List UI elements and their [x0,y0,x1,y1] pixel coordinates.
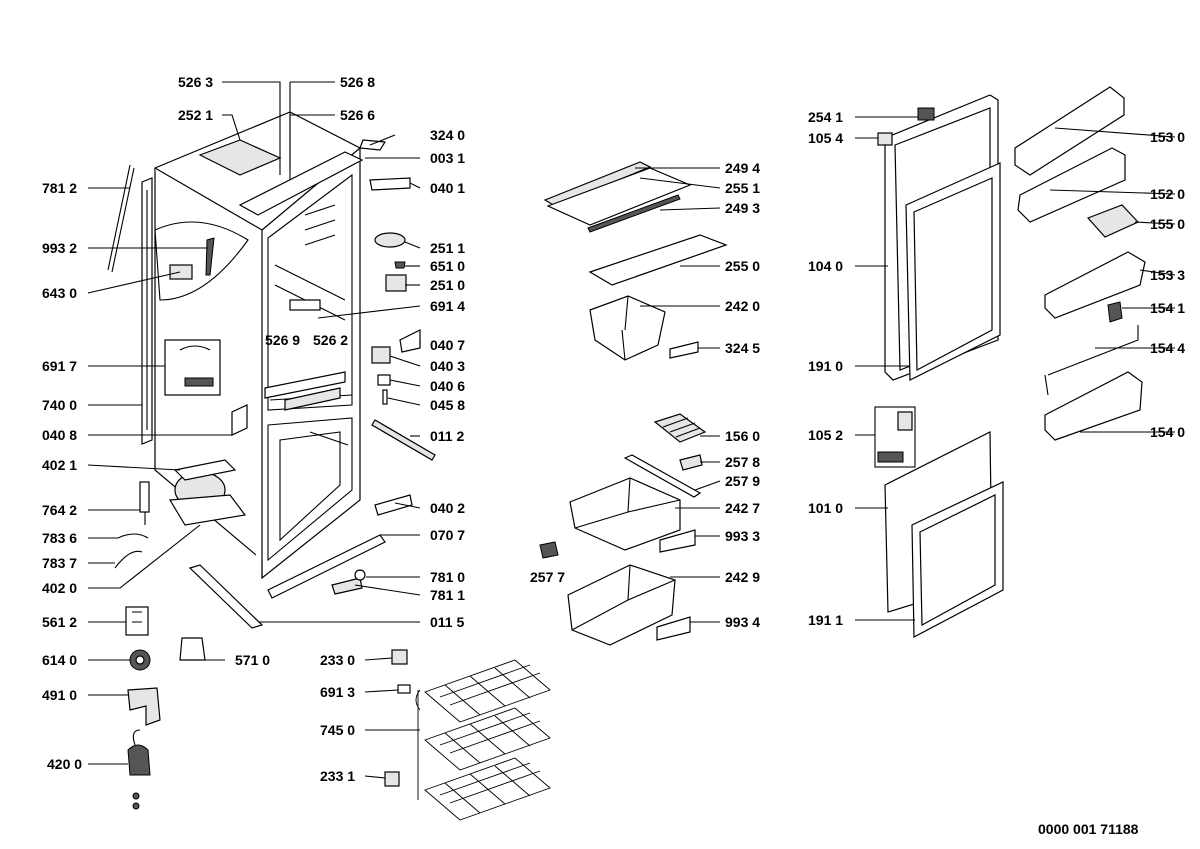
part-label: 257 8 [725,454,760,470]
part-label: 643 0 [42,285,77,301]
part-label: 242 7 [725,500,760,516]
part-label: 191 1 [808,612,843,628]
part-label: 402 1 [42,457,77,473]
part-label: 526 8 [340,74,375,90]
part-label: 101 0 [808,500,843,516]
part-label: 526 6 [340,107,375,123]
cabinet-drawing [107,111,436,810]
part-label: 254 1 [808,109,843,125]
part-label: 740 0 [42,397,77,413]
part-label: 255 0 [725,258,760,274]
part-label: 993 2 [42,240,77,256]
part-label: 104 0 [808,258,843,274]
part-label: 156 0 [725,428,760,444]
part-label: 993 3 [725,528,760,544]
diagram-code: 0000 001 71188 [1038,821,1139,837]
part-label: 251 0 [430,277,465,293]
part-label: 070 7 [430,527,465,543]
part-label: 257 7 [530,569,565,585]
part-label: 571 0 [235,652,270,668]
part-label: 011 2 [430,428,464,444]
part-label: 040 2 [430,500,465,516]
part-label: 420 0 [47,756,82,772]
part-label: 011 5 [430,614,464,630]
part-label: 783 7 [42,555,77,571]
part-label: 154 4 [1150,340,1185,356]
part-label: 691 4 [430,298,465,314]
part-label: 153 0 [1150,129,1185,145]
part-label: 249 4 [725,160,760,176]
part-label: 040 3 [430,358,465,374]
part-label: 154 0 [1150,424,1185,440]
part-label: 651 0 [430,258,465,274]
part-label: 242 9 [725,569,760,585]
part-label: 561 2 [42,614,77,630]
part-label: 105 2 [808,427,843,443]
part-label: 152 0 [1150,186,1185,202]
leader-lines [87,81,1176,779]
part-label: 764 2 [42,502,77,518]
part-label: 324 5 [725,340,760,356]
part-label: 255 1 [725,180,760,196]
part-label: 691 7 [42,358,77,374]
part-label: 233 1 [320,768,355,784]
part-label: 526 9 [265,332,300,348]
part-label: 781 0 [430,569,465,585]
part-label: 153 3 [1150,267,1185,283]
part-label: 251 1 [430,240,465,256]
part-label: 691 3 [320,684,355,700]
part-label: 242 0 [725,298,760,314]
part-label: 233 0 [320,652,355,668]
part-label: 614 0 [42,652,77,668]
part-label: 045 8 [430,397,465,413]
part-label: 154 1 [1150,300,1185,316]
part-label: 526 3 [178,74,213,90]
part-label: 491 0 [42,687,77,703]
part-label: 745 0 [320,722,355,738]
shelves-drawers-drawing [384,161,728,821]
part-label: 003 1 [430,150,465,166]
part-label: 105 4 [808,130,843,146]
part-label: 252 1 [178,107,213,123]
part-label: 324 0 [430,127,465,143]
part-label: 040 7 [430,337,465,353]
part-label: 781 2 [42,180,77,196]
part-label: 402 0 [42,580,77,596]
part-label: 526 2 [313,332,348,348]
part-label: 781 1 [430,587,465,603]
part-label: 783 6 [42,530,77,546]
part-label: 257 9 [725,473,760,489]
part-label: 040 6 [430,378,465,394]
doors-drawing [874,86,1146,638]
part-labels: 526 3 526 8 252 1 526 6 324 0 003 1 781 … [42,74,1185,837]
part-label: 155 0 [1150,216,1185,232]
part-label: 040 8 [42,427,77,443]
part-label: 249 3 [725,200,760,216]
part-label: 191 0 [808,358,843,374]
part-label: 993 4 [725,614,760,630]
part-label: 040 1 [430,180,465,196]
